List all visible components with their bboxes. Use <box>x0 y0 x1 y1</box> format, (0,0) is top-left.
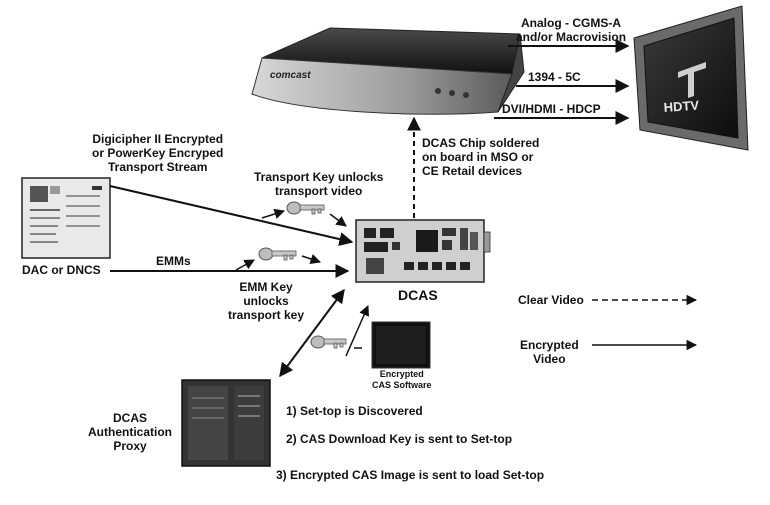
dcas-chip-label: DCAS Chip soldered on board in MSO or CE… <box>422 136 540 178</box>
encrypted-cas-software-label: Encrypted CAS Software <box>372 369 432 390</box>
analog-output-label: Analog - CGMS-A and/or Macrovision <box>516 16 627 44</box>
transport-stream-arrow <box>109 185 354 246</box>
emms-label: EMMs <box>156 254 191 268</box>
set-top-box: comcast <box>251 27 525 115</box>
emm-key-label: EMM Key unlocks transport key <box>228 280 305 322</box>
step-1: 1) Set-top is Discovered <box>286 404 423 418</box>
dac-dncs-server <box>21 177 111 259</box>
transport-stream-label: Digicipher II Encrypted or PowerKey Encr… <box>92 132 224 174</box>
transport-key-label: Transport Key unlocks transport video <box>254 170 384 198</box>
tv-screen-label: HDTV <box>663 98 700 115</box>
set-top-brand-logo: comcast <box>270 70 311 81</box>
encrypted-cas-software-chip <box>371 321 431 369</box>
dvi-hdmi-output-label: DVI/HDMI - HDCP <box>502 102 601 116</box>
cas-software-key-icon <box>310 305 369 357</box>
dcas-chip-board <box>355 219 491 283</box>
emm-key-icon <box>235 247 321 271</box>
step-3: 3) Encrypted CAS Image is sent to load S… <box>276 468 545 482</box>
step-2: 2) CAS Download Key is sent to Set-top <box>286 432 513 446</box>
dac-dncs-label: DAC or DNCS <box>22 263 101 277</box>
clear-video-legend-label: Clear Video <box>518 293 584 307</box>
authentication-proxy-server <box>181 379 271 467</box>
encrypted-video-legend-label: Encrypted Video <box>520 338 579 366</box>
dcas-proxy-bidirectional-arrow <box>279 288 345 378</box>
tv-logo-icon <box>678 62 706 98</box>
hdtv: HDTV <box>633 5 749 151</box>
port-1394-output-label: 1394 - 5C <box>528 70 581 84</box>
transport-key-icon <box>261 201 347 227</box>
auth-proxy-label: DCAS Authentication Proxy <box>88 411 172 453</box>
dcas-label: DCAS <box>398 287 438 303</box>
